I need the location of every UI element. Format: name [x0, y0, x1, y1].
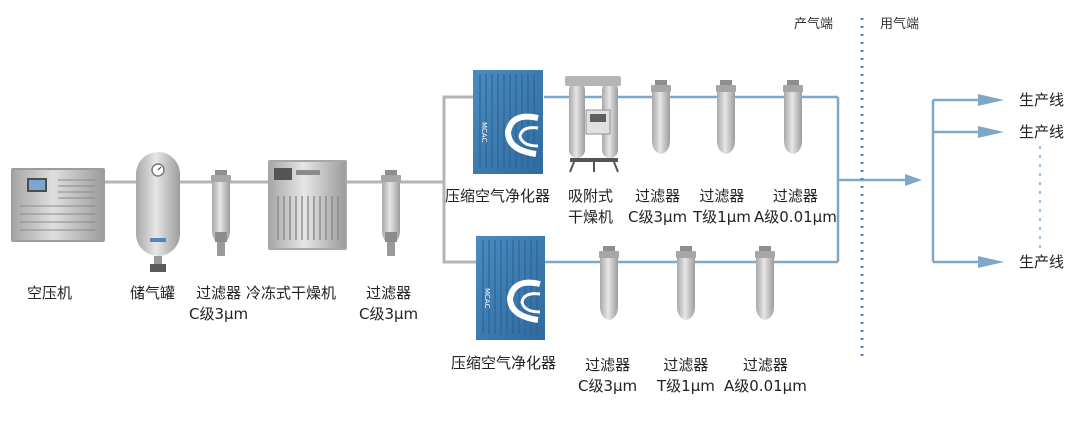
- label-filter-2-name: 过滤器: [366, 284, 412, 302]
- filter-icon: [651, 80, 671, 154]
- label-purifier-bottom: 压缩空气净化器: [451, 354, 557, 372]
- filter-icon: [599, 246, 619, 320]
- zone-label-demand: 用气端: [880, 17, 920, 32]
- label-bottom-filter-a: 过滤器 A级0.01μm: [724, 355, 807, 397]
- label-top-filter-c-name: 过滤器: [635, 187, 681, 205]
- label-bottom-filter-t-grade: T级1μm: [657, 377, 715, 395]
- label-bottom-filter-c-grade: C级3μm: [578, 377, 638, 395]
- label-bottom-filter-t: 过滤器 T级1μm: [657, 355, 715, 397]
- label-filter-1-name: 过滤器: [196, 284, 242, 302]
- label-top-filter-c: 过滤器 C级3μm: [628, 186, 687, 228]
- label-adsorption-dryer-line1: 吸附式: [568, 187, 614, 205]
- label-filter-2-grade: C级3μm: [359, 305, 419, 323]
- label-dryer: 冷冻式干燥机: [246, 284, 337, 302]
- label-top-filter-t-name: 过滤器: [699, 187, 745, 205]
- air-purifier-top-icon: MCAC: [473, 70, 543, 174]
- label-bottom-filter-c-name: 过滤器: [585, 356, 631, 374]
- label-filter-1: 过滤器 C级3μm: [189, 283, 248, 325]
- filter-icon: [755, 246, 775, 320]
- output-production-line-1: 生产线: [1019, 91, 1065, 109]
- filter-icon: [783, 80, 803, 154]
- label-purifier-top: 压缩空气净化器: [445, 187, 551, 205]
- filter-icon: [716, 80, 736, 154]
- drain-valve-icon: [215, 232, 227, 256]
- drain-valve-icon: [385, 232, 397, 256]
- label-top-filter-a-grade: A级0.01μm: [754, 208, 837, 226]
- label-filter-2: 过滤器 C级3μm: [359, 283, 418, 325]
- label-adsorption-dryer-line2: 干燥机: [568, 208, 614, 226]
- adsorption-dryer-icon: [565, 76, 621, 173]
- refrigerated-dryer-icon: [268, 160, 347, 250]
- zone-label-supply: 产气端: [794, 17, 834, 32]
- label-filter-1-grade: C级3μm: [189, 305, 249, 323]
- label-bottom-filter-c: 过滤器 C级3μm: [578, 355, 637, 397]
- air-purifier-bottom-icon: MCAC: [476, 236, 545, 340]
- filter-icon: [676, 246, 696, 320]
- air-tank-icon: [136, 152, 180, 272]
- air-compressor-icon: [11, 168, 105, 242]
- label-bottom-filter-a-name: 过滤器: [742, 356, 788, 374]
- label-adsorption-dryer: 吸附式 干燥机: [568, 186, 613, 228]
- output-production-line-3: 生产线: [1019, 253, 1065, 271]
- label-bottom-filter-t-name: 过滤器: [663, 356, 709, 374]
- purifier-brand-label: MCAC: [483, 288, 491, 309]
- label-tank: 储气罐: [130, 284, 176, 302]
- label-bottom-filter-a-grade: A级0.01μm: [724, 377, 807, 395]
- label-top-filter-t: 过滤器 T级1μm: [693, 186, 751, 228]
- flow-arrows: [905, 94, 1004, 268]
- output-production-line-2: 生产线: [1019, 123, 1065, 141]
- label-top-filter-a: 过滤器 A级0.01μm: [754, 186, 837, 228]
- purifier-brand-label: MCAC: [480, 122, 488, 143]
- label-top-filter-t-grade: T级1μm: [693, 208, 751, 226]
- label-top-filter-c-grade: C级3μm: [628, 208, 688, 226]
- label-compressor: 空压机: [27, 284, 73, 302]
- label-top-filter-a-name: 过滤器: [772, 187, 818, 205]
